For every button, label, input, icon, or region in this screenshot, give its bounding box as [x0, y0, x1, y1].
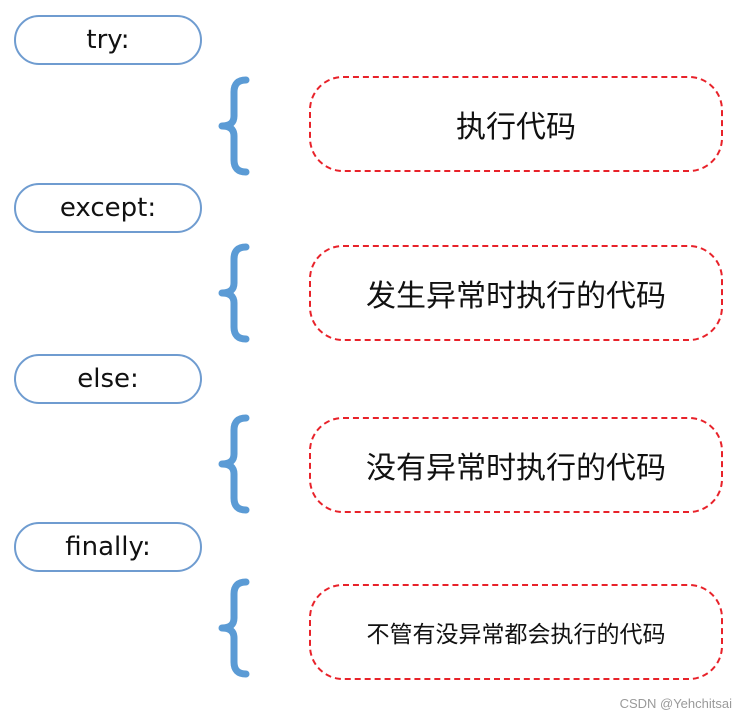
description-finally: 不管有没异常都会执行的代码 [309, 584, 723, 680]
curly-brace-icon [216, 76, 256, 176]
curly-brace-icon [216, 578, 256, 678]
watermark: CSDN @Yehchitsai [619, 696, 732, 711]
keyword-try: try: [14, 15, 202, 65]
curly-brace-icon [216, 243, 256, 343]
curly-brace-icon [216, 414, 256, 514]
description-else: 没有异常时执行的代码 [309, 417, 723, 513]
description-try: 执行代码 [309, 76, 723, 172]
keyword-finally: finally: [14, 522, 202, 572]
keyword-except: except: [14, 183, 202, 233]
keyword-else: else: [14, 354, 202, 404]
description-except: 发生异常时执行的代码 [309, 245, 723, 341]
